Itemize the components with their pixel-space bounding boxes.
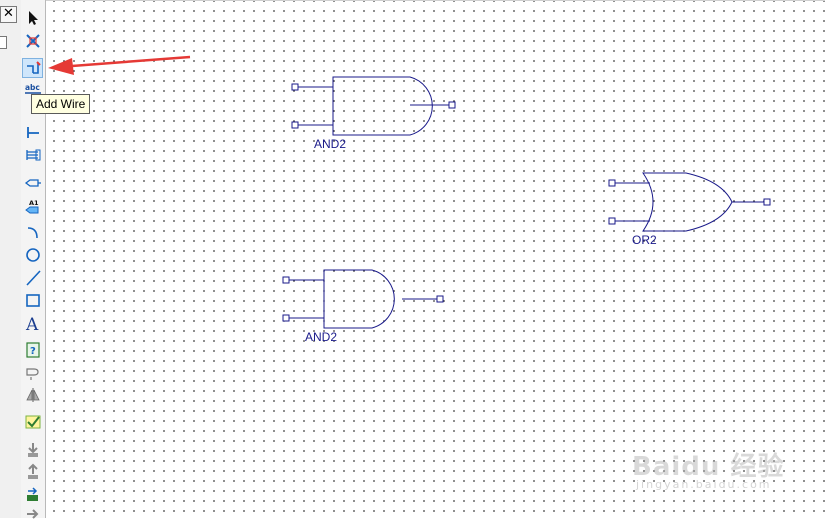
svg-text:?: ? <box>30 346 36 357</box>
add-io-marker-tool[interactable] <box>22 173 43 193</box>
watermark-url: jingyan.baidu.com <box>636 478 772 491</box>
or-gate[interactable]: OR2 <box>608 172 771 247</box>
text-a-icon: A <box>25 315 39 332</box>
schematic-toolbar: abc A1 <box>21 0 46 519</box>
bus-icon <box>25 149 40 161</box>
close-panel-button[interactable]: ✕ <box>0 6 17 23</box>
schematic-canvas[interactable]: AND2 OR2 AND2 <box>46 0 825 519</box>
add-symbol-pin-tool[interactable]: A1 <box>22 197 43 217</box>
down-hierarchy-tool[interactable] <box>22 440 43 460</box>
zoom-to-fit-tool[interactable] <box>22 31 43 51</box>
and-gate[interactable]: AND2 <box>282 269 444 344</box>
arrow-pointer-icon <box>28 11 38 25</box>
net-name-abc-text: abc <box>25 83 40 92</box>
add-bus-tool[interactable] <box>22 145 43 165</box>
schematic-drawing: AND2 OR2 AND2 <box>282 76 771 344</box>
io-marker-icon <box>24 179 41 187</box>
output-pin[interactable] <box>448 101 456 109</box>
down-arrow-icon <box>27 443 38 457</box>
push-symbol-icon <box>25 368 39 380</box>
mirror-tool[interactable] <box>22 385 43 405</box>
tooltip: Add Wire <box>31 94 91 114</box>
add-line-tool[interactable] <box>22 268 43 288</box>
bus-entry-icon <box>26 127 39 138</box>
question-doc-icon: ? <box>25 342 40 358</box>
export-icon <box>26 487 38 501</box>
check-schematic-tool[interactable] <box>22 412 43 432</box>
rectangle-icon <box>25 294 40 307</box>
select-pointer-tool[interactable] <box>22 8 43 28</box>
pin-a1-text: A1 <box>29 199 39 207</box>
panel-checkbox[interactable] <box>0 36 7 49</box>
and-gate[interactable]: AND2 <box>291 76 456 151</box>
add-rectangle-tool[interactable] <box>22 290 43 310</box>
wire-icon <box>26 61 41 74</box>
gate-label: AND2 <box>305 330 337 344</box>
mirror-icon <box>25 388 40 402</box>
arc-icon <box>27 227 38 239</box>
add-arc-tool[interactable] <box>22 222 43 242</box>
add-net-name-tool[interactable]: abc <box>22 79 43 99</box>
right-arrow-icon <box>26 509 38 519</box>
pin-a1-icon: A1 <box>24 199 39 214</box>
add-wire-tool[interactable] <box>22 58 43 78</box>
input-pin[interactable] <box>291 83 299 91</box>
input-pin[interactable] <box>282 314 290 322</box>
input-pin[interactable] <box>291 121 299 129</box>
add-text-tool[interactable]: A <box>22 313 43 333</box>
zoom-fit-icon <box>25 34 40 48</box>
input-pin[interactable] <box>608 217 616 225</box>
net-name-abc-icon: abc <box>24 83 41 94</box>
up-arrow-icon <box>27 463 38 479</box>
watermark: Baidu 经验 <box>632 452 785 482</box>
gate-label: OR2 <box>632 233 657 247</box>
add-circle-tool[interactable] <box>22 245 43 265</box>
export-tool[interactable] <box>22 485 43 505</box>
symbol-info-tool[interactable]: ? <box>22 340 43 360</box>
circle-icon <box>25 248 40 262</box>
output-pin[interactable] <box>436 295 444 303</box>
add-bus-entry-tool[interactable] <box>22 122 43 142</box>
output-pin[interactable] <box>763 198 771 206</box>
text-a-glyph: A <box>25 315 39 332</box>
line-icon <box>25 270 41 286</box>
input-pin[interactable] <box>282 276 290 284</box>
push-into-symbol-tool[interactable] <box>22 362 43 382</box>
next-tool[interactable] <box>22 504 43 524</box>
up-hierarchy-tool[interactable] <box>22 462 43 482</box>
input-pin[interactable] <box>608 179 616 187</box>
gate-label: AND2 <box>314 137 346 151</box>
check-icon <box>25 415 40 429</box>
